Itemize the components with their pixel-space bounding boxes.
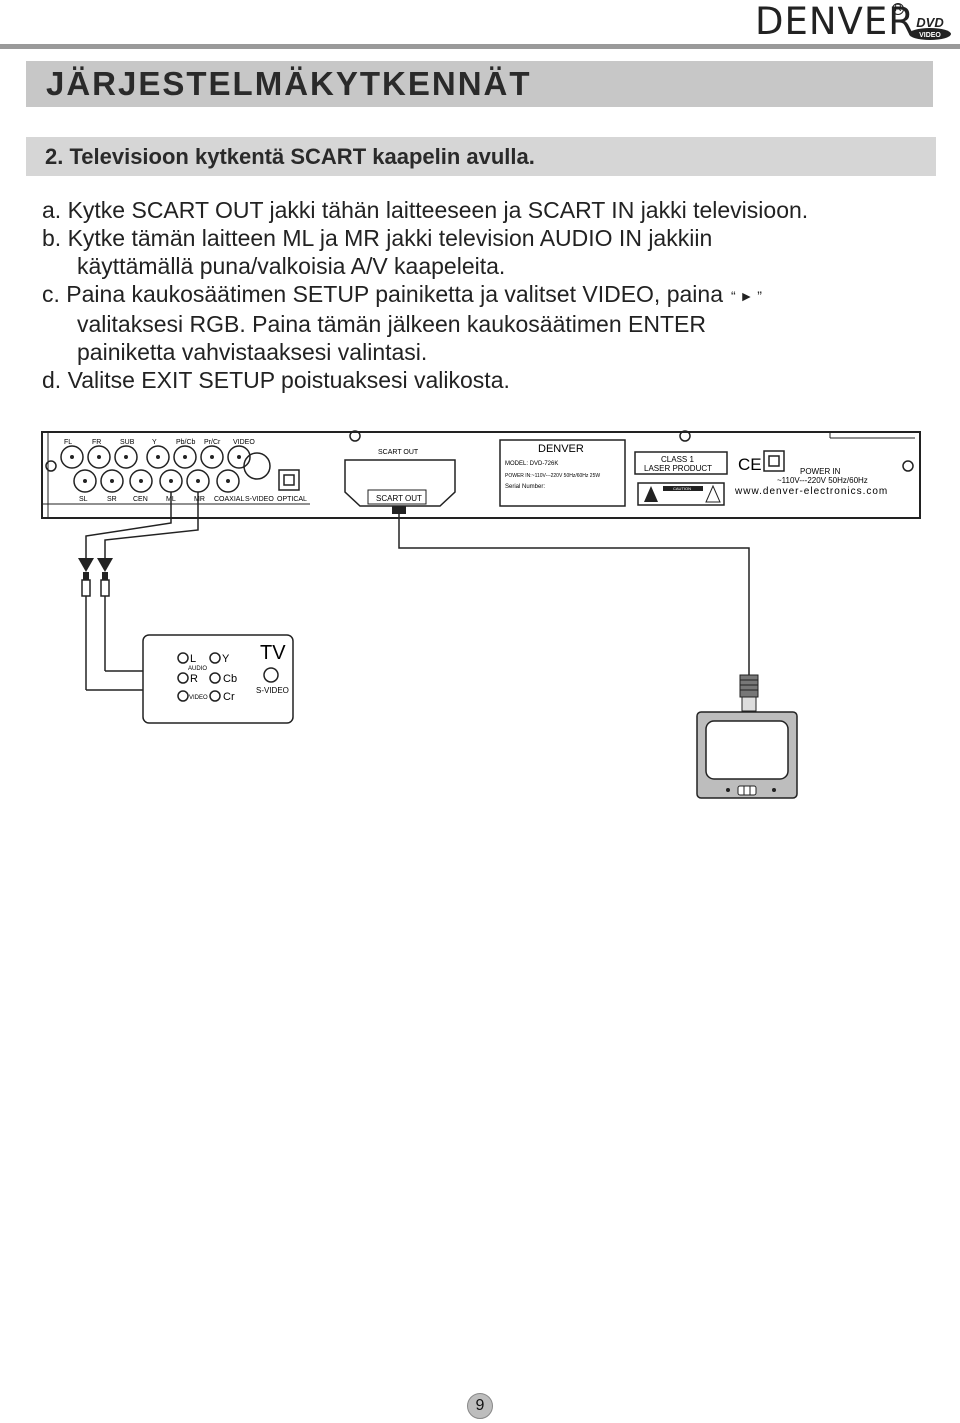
jack-label-y: Y xyxy=(152,439,157,446)
audio-cable-right xyxy=(104,492,199,558)
tv-jack-video xyxy=(177,690,189,702)
jack-optical xyxy=(278,469,300,491)
step-b: b. Kytke tämän laitteen ML ja MR jakki t… xyxy=(42,225,713,251)
scart-label-box xyxy=(367,489,427,505)
connection-diagram: FL FR SUB Y Pb/Cb Pr/Cr VIDEO SL SR CEN … xyxy=(41,430,921,691)
dvd-back-panel xyxy=(41,431,921,519)
tv-label-r: R xyxy=(190,673,198,685)
tv-label-cr: Cr xyxy=(223,691,235,703)
scart-connector xyxy=(344,459,456,507)
instruction-steps: a. Kytke SCART OUT jakki tähän laitteese… xyxy=(42,196,942,394)
laser-class: CLASS 1 xyxy=(661,455,694,464)
jack-label-svideo: S-VIDEO xyxy=(245,496,274,503)
model-label-brand: DENVER xyxy=(538,443,584,455)
tv-set-icon xyxy=(696,674,798,799)
jack-label-pbcb: Pb/Cb xyxy=(176,439,196,446)
right-arrow-icon: “ ► ” xyxy=(730,287,762,304)
jack-fl xyxy=(60,445,84,469)
caution-text: CAUTION xyxy=(673,486,691,491)
rca-plug-arrow-icon xyxy=(78,558,94,572)
rca-plug-arrow-icon xyxy=(97,558,113,572)
laser-label xyxy=(634,451,728,475)
jack-video xyxy=(227,445,251,469)
tv-label-l: L xyxy=(190,653,196,665)
step-c-text: c. Paina kaukosäätimen SETUP painiketta … xyxy=(42,281,723,307)
tv-jack-audio-l xyxy=(177,652,189,664)
jack-sr xyxy=(100,469,124,493)
panel-screw-icon xyxy=(679,430,691,442)
jack-label-video: VIDEO xyxy=(233,439,255,446)
jack-coaxial xyxy=(216,469,240,493)
tv-label-svideo: S-VIDEO xyxy=(256,686,289,695)
jack-label-sl: SL xyxy=(79,496,88,503)
subsection-title: 2. Televisioon kytkentä SCART kaapelin a… xyxy=(45,144,535,169)
jack-fr xyxy=(87,445,111,469)
warning-icon xyxy=(705,484,721,503)
step-a: a. Kytke SCART OUT jakki tähän laitteese… xyxy=(42,197,809,223)
high-voltage-icon xyxy=(644,486,658,502)
jack-y xyxy=(146,445,170,469)
jack-pbcb xyxy=(173,445,197,469)
jack-sub xyxy=(114,445,138,469)
model-number: MODEL: DVD-726K xyxy=(505,461,558,467)
tv-jack-svideo xyxy=(263,667,279,683)
step-c-cont-1: valitaksesi RGB. Paina tämän jälkeen kau… xyxy=(77,310,706,337)
power-in-label: POWER IN xyxy=(800,467,841,476)
jack-label-prcr: Pr/Cr xyxy=(204,439,221,446)
jack-cen xyxy=(129,469,153,493)
panel-screw-icon xyxy=(349,430,361,442)
brand-name: DENVER xyxy=(755,0,915,43)
section-title: JÄRJESTELMÄKYTKENNÄT xyxy=(46,65,532,102)
scart-label-bottom: SCART OUT xyxy=(376,494,422,503)
step-c-cont-2: painiketta vahvistaaksesi valintasi. xyxy=(77,338,428,365)
header-rule xyxy=(0,44,960,49)
website: www.denver-electronics.com xyxy=(734,486,888,497)
tv-jack-y xyxy=(209,652,221,664)
scart-cable xyxy=(398,514,750,675)
tv-label-y: Y xyxy=(222,653,230,665)
page-number: 9 xyxy=(467,1393,493,1419)
jack-label-cen: CEN xyxy=(133,496,148,503)
section-heading-bar: JÄRJESTELMÄKYTKENNÄT xyxy=(26,61,933,107)
double-insulation-icon xyxy=(763,450,785,472)
jack-label-coaxial: COAXIAL xyxy=(214,496,244,503)
scart-label-top: SCART OUT xyxy=(378,449,419,456)
step-b-cont: käyttämällä puna/valkoisia A/V kaapeleit… xyxy=(77,253,506,279)
laser-product: LASER PRODUCT xyxy=(644,464,712,473)
jack-label-mr: MR xyxy=(194,496,205,503)
tv-label-cb: Cb xyxy=(223,673,237,685)
step-c: c. Paina kaukosäätimen SETUP painiketta … xyxy=(42,280,942,310)
tv-label-audio: AUDIO xyxy=(188,666,207,672)
tv-jack-cr xyxy=(209,690,221,702)
panel-screw-icon xyxy=(45,460,57,472)
model-power-spec: POWER IN:~110V---220V 50Hz/60Hz 25W xyxy=(505,473,600,479)
jack-prcr xyxy=(200,445,224,469)
jack-label-optical: OPTICAL xyxy=(277,496,307,503)
jack-svideo xyxy=(243,452,271,480)
jack-label-sub: SUB xyxy=(120,439,135,446)
svg-text:VIDEO: VIDEO xyxy=(919,32,941,39)
svg-text:DVD: DVD xyxy=(916,15,944,30)
audio-cable-left xyxy=(85,492,172,558)
dvd-video-badge: DVD VIDEO xyxy=(909,15,951,40)
tv-jack-audio-r xyxy=(177,672,189,684)
tv-jack-cb xyxy=(209,672,221,684)
model-serial: Serial Number: xyxy=(505,484,545,490)
jack-label-sr: SR xyxy=(107,496,117,503)
step-d: d. Valitse EXIT SETUP poistuaksesi valik… xyxy=(42,366,510,393)
tv-input-panel: TV L AUDIO R VIDEO Y Cb Cr S-VIDEO xyxy=(142,634,294,724)
tv-label-video: VIDEO xyxy=(189,695,208,701)
ce-mark: CE xyxy=(738,455,762,474)
brand-logo: DENVER R DVD VIDEO xyxy=(755,0,955,44)
model-label xyxy=(499,439,626,507)
jack-sl xyxy=(73,469,97,493)
panel-screw-icon xyxy=(902,460,914,472)
subsection-heading-bar: 2. Televisioon kytkentä SCART kaapelin a… xyxy=(26,137,936,176)
jack-label-fr: FR xyxy=(92,439,101,446)
tv-title: TV xyxy=(260,642,286,664)
jack-label-fl: FL xyxy=(64,439,72,446)
power-range: ~110V---220V 50Hz/60Hz xyxy=(777,476,868,485)
registered-mark: R xyxy=(892,3,904,15)
